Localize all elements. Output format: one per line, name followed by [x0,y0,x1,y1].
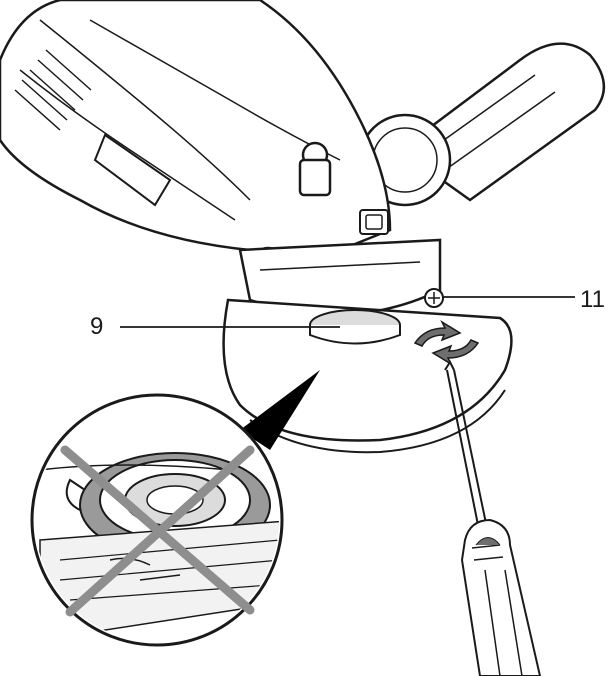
screwdriver [444,359,542,676]
prohibition-cross-icon [60,445,255,617]
guard-clamp-screw [424,288,444,308]
callout-label-9: 9 [90,313,104,340]
rotation-arrows-icon [413,319,480,367]
prohibition-inset [30,393,284,647]
flange-nut [309,309,401,345]
side-handle [358,42,606,207]
callout-leader-lines [120,296,575,328]
zoom-pointer [240,370,320,450]
motor-housing [0,0,392,278]
callout-label-11: 11 [580,286,605,313]
